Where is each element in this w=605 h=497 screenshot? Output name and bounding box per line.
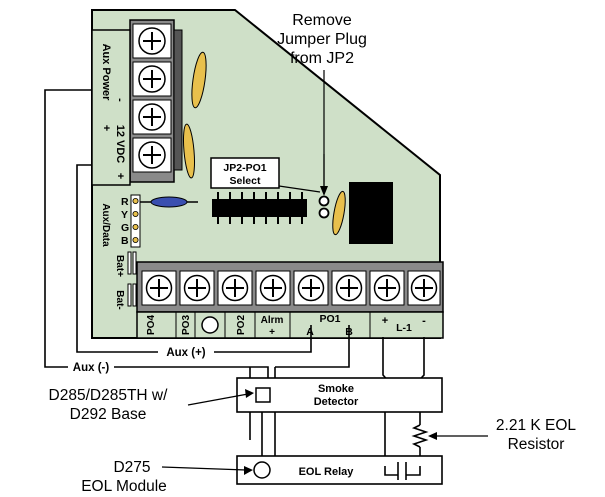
yellow-component — [182, 123, 196, 179]
smoke-detector-box — [236, 377, 443, 413]
terminal-screw — [217, 270, 253, 306]
po1-label: PO1 — [319, 313, 340, 325]
po2-label: PO2 — [236, 315, 247, 335]
eol-module-line2: EOL Module — [81, 478, 167, 495]
smoke-base-line1: D285/D285TH w/ — [49, 387, 169, 404]
bat-minus-label: Bat- — [114, 290, 125, 309]
terminal-hole — [201, 316, 219, 334]
eol-relay-label: EOL Relay — [299, 466, 355, 478]
smoke-detector-line1: Smoke — [318, 383, 354, 395]
ic-chip — [212, 192, 307, 224]
resistor-line2: Resistor — [508, 436, 565, 453]
l1-label: L-1 — [396, 322, 412, 334]
bottom-terminal-strip — [136, 261, 444, 313]
terminal-screw — [255, 270, 291, 306]
terminal-screw — [132, 99, 172, 135]
terminal-screw — [331, 270, 367, 306]
terminal-screw — [141, 270, 177, 306]
remove-jumper-line1: Remove — [292, 12, 352, 29]
po4-label: PO4 — [146, 315, 157, 335]
smoke-detector-line2: Detector — [314, 396, 359, 408]
yellow-component — [332, 190, 346, 236]
terminal-screw — [407, 270, 441, 306]
terminal-screw — [132, 61, 172, 97]
vdc-plus: + — [114, 173, 126, 179]
terminal-screw — [369, 270, 405, 306]
aux-power-minus: - — [100, 44, 112, 48]
smoke-base-line2: D292 Base — [70, 406, 147, 423]
aux-power-label-panel — [91, 29, 131, 186]
l1-minus-label: - — [422, 315, 426, 327]
terminal-label-row — [136, 311, 444, 339]
data-pin-label: G — [121, 222, 129, 234]
resistor-line1: 2.21 K EOL — [496, 417, 577, 434]
remove-jumper-line2: Jumper Plug — [277, 31, 367, 48]
terminal-screw — [179, 270, 215, 306]
blue-component — [150, 196, 188, 208]
jp2-label-line2: Select — [230, 175, 261, 187]
aux-power-terminal-strip — [129, 19, 183, 183]
aux-power-label: Aux Power — [100, 44, 112, 102]
aux-power-plus: + — [100, 125, 112, 131]
jp2-label-line1: JP2-PO1 — [223, 162, 266, 174]
aux-minus-wire-label: Aux (-) — [73, 362, 110, 374]
po3-label: PO3 — [181, 315, 192, 335]
eol-resistor-symbol — [411, 424, 429, 448]
aux-plus-wire-label: Aux (+) — [166, 347, 205, 359]
data-pin-label: R — [121, 196, 129, 208]
eol-relay-box — [236, 455, 443, 485]
eol-module-line1: D275 — [113, 459, 150, 476]
smoke-base-arrow — [187, 393, 249, 406]
data-connector — [130, 194, 141, 248]
bat-plus-label: Bat+ — [114, 255, 125, 277]
battery-connector — [127, 251, 137, 307]
alrm-plus-label: + — [269, 327, 275, 338]
data-pin-label: B — [121, 235, 129, 247]
data-pin-label: Y — [121, 209, 128, 221]
alrm-label: Alrm — [261, 315, 284, 326]
l1-plus-label: + — [382, 315, 388, 327]
terminal-screw — [132, 23, 172, 59]
aux-data-label: Aux/Data — [100, 203, 111, 247]
terminal-screw — [132, 137, 172, 173]
eol-module-arrow — [161, 466, 247, 471]
jp2-label-box — [210, 157, 280, 189]
jp2-jumper-pins — [318, 195, 330, 219]
remove-jumper-line3: from JP2 — [290, 50, 354, 67]
relay-block — [349, 182, 393, 244]
yellow-component — [191, 51, 207, 109]
vdc-label: 12 VDC — [114, 125, 126, 164]
terminal-screw — [293, 270, 329, 306]
vdc-minus: - — [114, 98, 126, 102]
